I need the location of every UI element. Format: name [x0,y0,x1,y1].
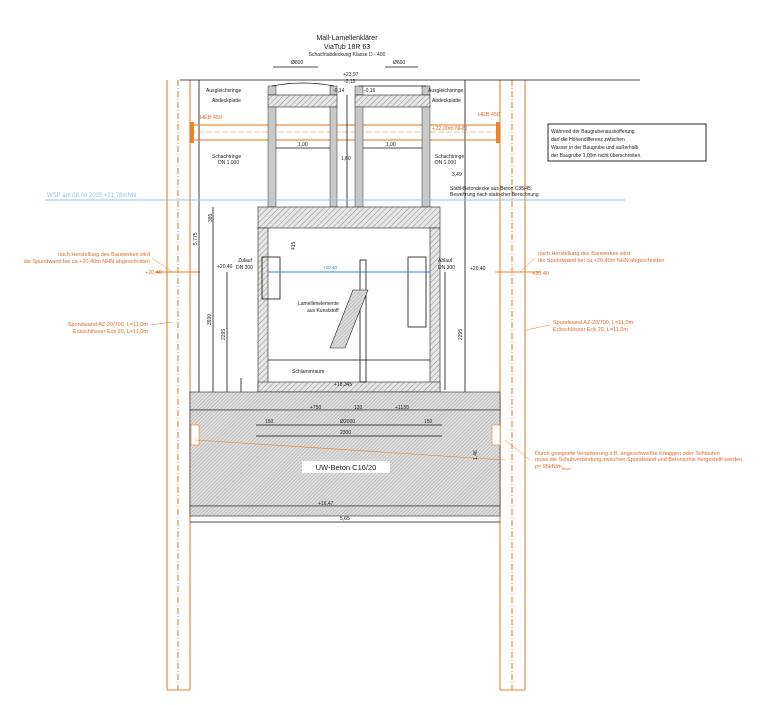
title-line2: ViaTub 18R 63 [324,44,370,51]
dim-2295: 2295 [221,329,227,340]
dim-100-left: 1,00 [298,142,308,148]
ablauf: Ablauf [438,258,453,264]
dim-415: 415 [291,241,297,250]
heb-right-label: HEB 450 [478,112,500,118]
lid-left-dim: Ø800 [291,60,303,66]
notice-line-2: darf die Höhendifferenz zwischen [551,137,625,143]
elev-2040-l: +20,40 [217,264,233,270]
dim-5775: 5,775 [193,232,199,245]
anchor-note-3: p= 95kN/mWand [535,464,571,471]
anchor-note-sub: Wand [562,467,571,471]
zulauf: Zulauf [238,258,253,264]
d013: -0,13 [344,79,356,85]
schacht-left: Schachtringe [212,154,241,160]
dim-349: 3,49 [452,172,462,178]
uw-beton-label: UW-Beton C16/20 [316,463,377,472]
elev-2040-r: +20,40 [470,266,486,272]
schacht-right: Schachtringe [435,154,464,160]
cut-left-elev: +20,40 [145,270,162,276]
sheet-pile-walls [155,80,540,691]
sheet-right-2: Eckschlösser Eck 20, L=11,0m [553,327,628,333]
d016: -0,16 [364,88,376,94]
d750: +750 [310,405,321,411]
elev-2040-c: +20,40 [323,265,337,270]
d014: -0,14 [333,88,345,94]
cut-right-1: nach Herstellung des Bauwerkes wird [538,251,630,257]
anchor-note-1: Durch geeignete Verankerung z.B. angesch… [535,451,720,457]
slab-note-2: Bewehrung nach statischer Berechnung [450,192,539,198]
dim-2295r: 2295 [458,329,464,340]
title-line3: Schachtabdeckung Klasse D - 400 [309,52,386,58]
schacht-left-dn: DN 1.000 [218,160,239,166]
foundation [189,391,506,523]
ausgleich-right: Ausgleichsringe [428,88,464,94]
cut-left-1: nach Herstellung des Bauwerkes wird [58,252,150,258]
notice-line-1: Während der Baugrubenauskofferung [551,129,635,135]
dim-385: 385 [208,213,214,222]
waler-elev: +22,00m NHN [432,126,467,132]
dim-100-right: 1,00 [386,142,396,148]
sheet-right-1: Spundwand AZ-20/700, L=11,0m [553,320,634,326]
notice-box: Während der Baugrubenauskofferung darf d… [547,123,707,162]
lid-right-dim: Ø600 [393,60,405,66]
abdeck-left: Abdeckplatte [212,98,241,104]
schlamm: Schlammraum [292,369,324,375]
manhole-shafts [267,82,431,208]
separator-chamber [257,206,441,393]
wsp-label: WSP am 08.04.2025 +21,78mNN [47,193,136,199]
d150l: 150 [265,419,274,425]
sheet-left-1: Spundwand AZ-20/700, L=11,0m [68,322,149,328]
lamellen-1: Lamellenelemente [298,301,339,307]
heb-left-label: HEB 450 [200,115,222,121]
d2000: Ø2000 [340,419,355,425]
ausgleich-left: Ausgleichsringe [206,88,242,94]
d2300: 2300 [340,430,351,436]
waler-heb450 [189,122,501,143]
notice-line-4: der Baugrube 1,00m nicht überschreiten. [551,153,642,159]
d1130: +1130 [395,405,409,411]
dim-146: 1,46 [473,450,479,460]
abdeck-right: Abdeckplatte [432,98,461,104]
slab-note-1: Stahl-Betondecke aus Beton C35/45, [450,186,532,192]
vertical-dimensions [212,207,446,398]
lamellen-2: aus Kunststoff [307,308,339,314]
notice-line-3: Wasser in der Baugrube und außerhalb [551,145,639,151]
cut-left-2: die Spundwand bei ca.+20,40m NHN abgesch… [24,259,150,265]
dim-180: 1,80 [341,156,351,162]
d120: 120 [354,405,363,411]
ablauf-dn: DN 300 [438,265,455,271]
zulauf-dn: DN 300 [236,265,253,271]
elev-1647: +16,47 [318,501,334,507]
sheet-left-2: Eckschlösser Eck 20, L=11,0m [73,329,148,335]
anchor-note-2: muss die Schubverbindung zwischen Spundw… [535,457,744,463]
d150r: 150 [424,419,433,425]
dim-565: 5,65 [340,516,350,522]
cut-right-2: die Spundwand bei ca.+20,40m NHN abgesch… [538,258,664,264]
anchor-note-load: p= 95kN/m [535,464,562,470]
schacht-right-dn: DN 1.000 [435,160,456,166]
dim-3930: 3930 [207,314,213,325]
title-line1: Mall-Lamellenklärer [316,35,378,42]
cut-right-elev: +20,40 [532,271,549,277]
elev-18345: +18,345 [334,382,352,388]
elev-top: +23,97 [343,72,359,78]
